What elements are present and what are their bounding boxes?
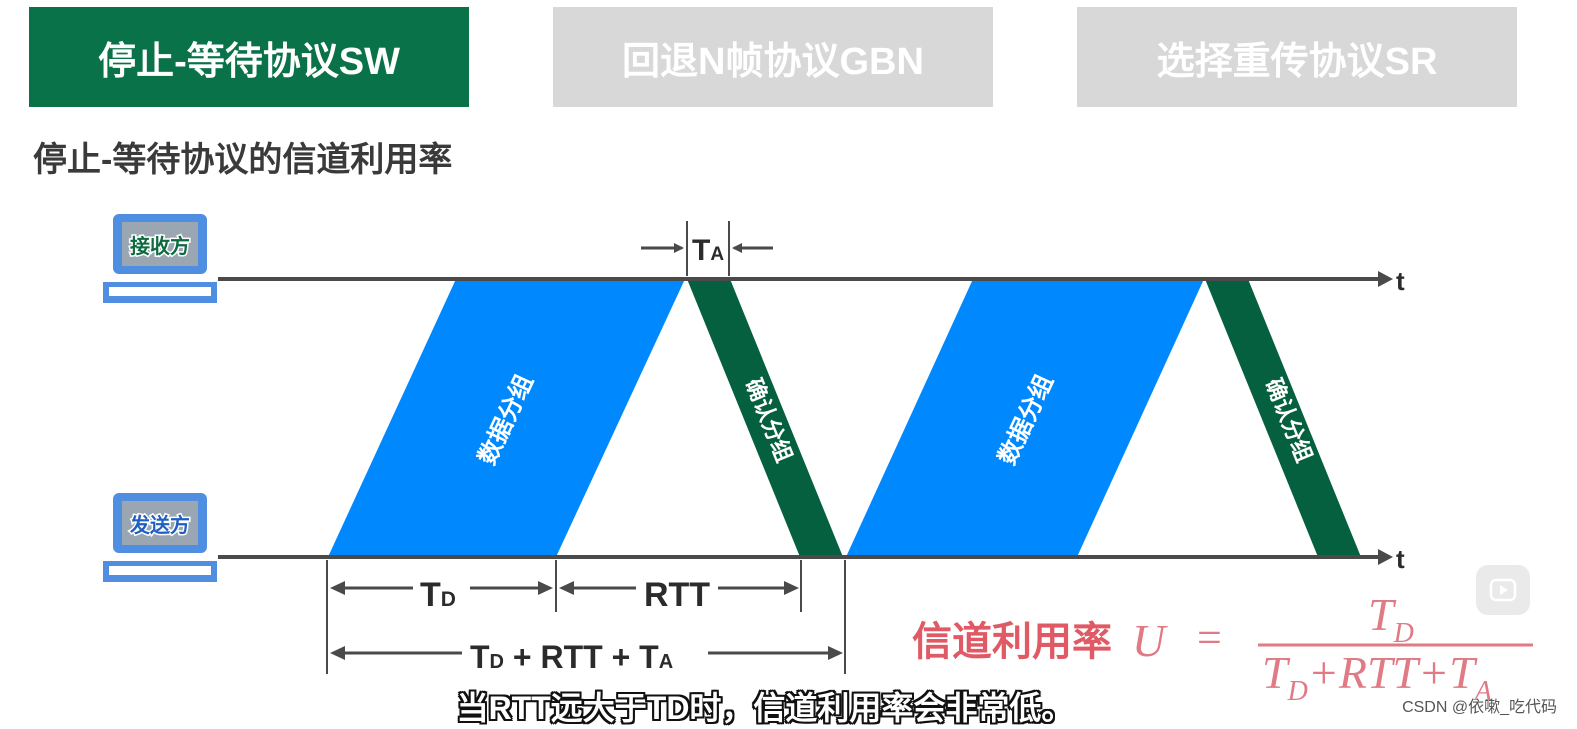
total-arrow-right bbox=[828, 646, 843, 660]
data-packet-2 bbox=[846, 279, 1204, 557]
ack-packet-1 bbox=[687, 279, 843, 557]
play-icon bbox=[1489, 578, 1517, 602]
formula-prefix: 信道利用率 bbox=[912, 620, 1112, 664]
receiver-laptop-icon: 接收方 bbox=[103, 214, 217, 303]
watermark: CSDN @依嗽_吃代码 bbox=[1402, 699, 1557, 716]
play-button[interactable] bbox=[1476, 565, 1530, 615]
rtt-arrow-left bbox=[559, 581, 574, 595]
ta-label: TA bbox=[692, 234, 724, 267]
total-arrow-left bbox=[330, 646, 345, 660]
receiver-timeline-arrow bbox=[1378, 271, 1393, 287]
data-packet-1 bbox=[328, 279, 685, 557]
formula-numerator: TD bbox=[1368, 589, 1414, 649]
total-label: TD + RTT + TA bbox=[470, 639, 673, 675]
tab-stop-and-wait[interactable]: 停止-等待协议SW bbox=[29, 7, 469, 107]
receiver-time-label: t bbox=[1396, 266, 1405, 296]
sender-laptop-icon: 发送方 bbox=[103, 493, 217, 582]
formula-denominator: TD+RTT+TA bbox=[1262, 647, 1493, 707]
tab-selective-repeat[interactable]: 选择重传协议SR bbox=[1077, 7, 1517, 107]
sender-label: 发送方 bbox=[129, 513, 190, 537]
page-subtitle: 停止-等待协议的信道利用率 bbox=[33, 141, 453, 179]
formula-equals: = bbox=[1197, 613, 1222, 662]
ack-packet-2 bbox=[1205, 279, 1361, 557]
tab-go-back-n[interactable]: 回退N帧协议GBN bbox=[553, 7, 993, 107]
td-arrow-left bbox=[330, 581, 345, 595]
td-label: TD bbox=[420, 576, 456, 614]
sender-timeline-arrow bbox=[1378, 549, 1393, 565]
utilization-formula: 信道利用率 U = TD TD+RTT+TA bbox=[910, 589, 1533, 707]
subtitle-caption: 当RTT远大于TD时，信道利用率会非常低。 bbox=[456, 690, 1074, 726]
formula-variable: U bbox=[1132, 615, 1168, 666]
receiver-label: 接收方 bbox=[130, 234, 190, 258]
sender-time-label: t bbox=[1396, 544, 1405, 574]
td-arrow-right bbox=[538, 581, 553, 595]
rtt-label: RTT bbox=[644, 576, 710, 614]
rtt-arrow-right bbox=[784, 581, 799, 595]
